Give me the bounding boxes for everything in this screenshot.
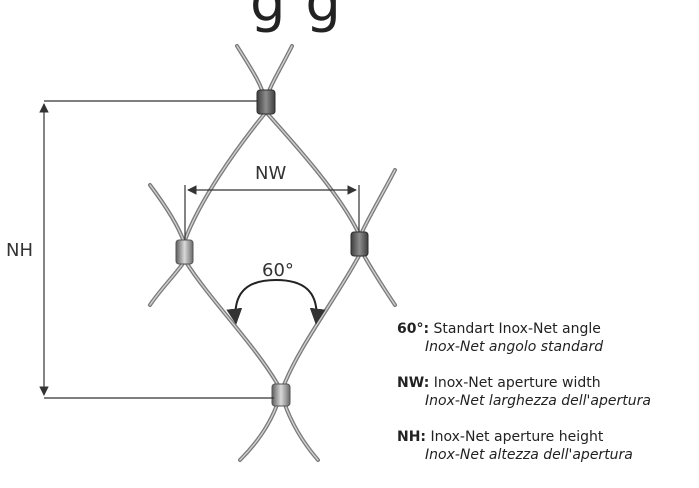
legend-item-nw: NW: Inox-Net aperture width Inox-Net lar…: [397, 374, 697, 410]
legend-key: NH:: [397, 429, 427, 445]
legend-text-en: Inox-Net aperture height: [430, 429, 604, 445]
legend-text-it: Inox-Net altezza dell'apertura: [425, 447, 633, 463]
nh-dimension: [39, 100, 274, 399]
heading-fragment: g g: [250, 0, 342, 35]
legend-text-en: Standart Inox-Net angle: [433, 321, 601, 337]
ferrule-left: [175, 239, 194, 265]
cable-bottom-left: [238, 400, 280, 462]
cable-outer-left-top: [148, 183, 186, 244]
cable-bottom-right: [282, 400, 320, 462]
legend: 60°: Standart Inox-Net angle Inox-Net an…: [397, 320, 697, 482]
angle-label: 60°: [262, 260, 294, 281]
ferrule-top: [256, 89, 276, 115]
legend-item-nh: NH: Inox-Net aperture height Inox-Net al…: [397, 428, 697, 464]
legend-text-en: Inox-Net aperture width: [433, 375, 601, 391]
angle-arc: [226, 278, 326, 325]
ferrule-right: [350, 231, 369, 257]
ferrules: [175, 89, 369, 407]
nh-label: NH: [6, 240, 33, 261]
nw-label: NW: [255, 163, 287, 184]
ferrule-bottom: [271, 383, 291, 407]
legend-item-angle: 60°: Standart Inox-Net angle Inox-Net an…: [397, 320, 697, 356]
angle-indicator: [226, 278, 326, 325]
legend-text-it: Inox-Net angolo standard: [425, 339, 604, 355]
cable-upper-left: [183, 110, 268, 242]
legend-key: NW:: [397, 375, 430, 391]
legend-text-it: Inox-Net larghezza dell'apertura: [425, 393, 651, 409]
cable-group: [148, 44, 397, 462]
nw-dimension: [184, 185, 360, 240]
legend-key: 60°:: [397, 321, 430, 337]
